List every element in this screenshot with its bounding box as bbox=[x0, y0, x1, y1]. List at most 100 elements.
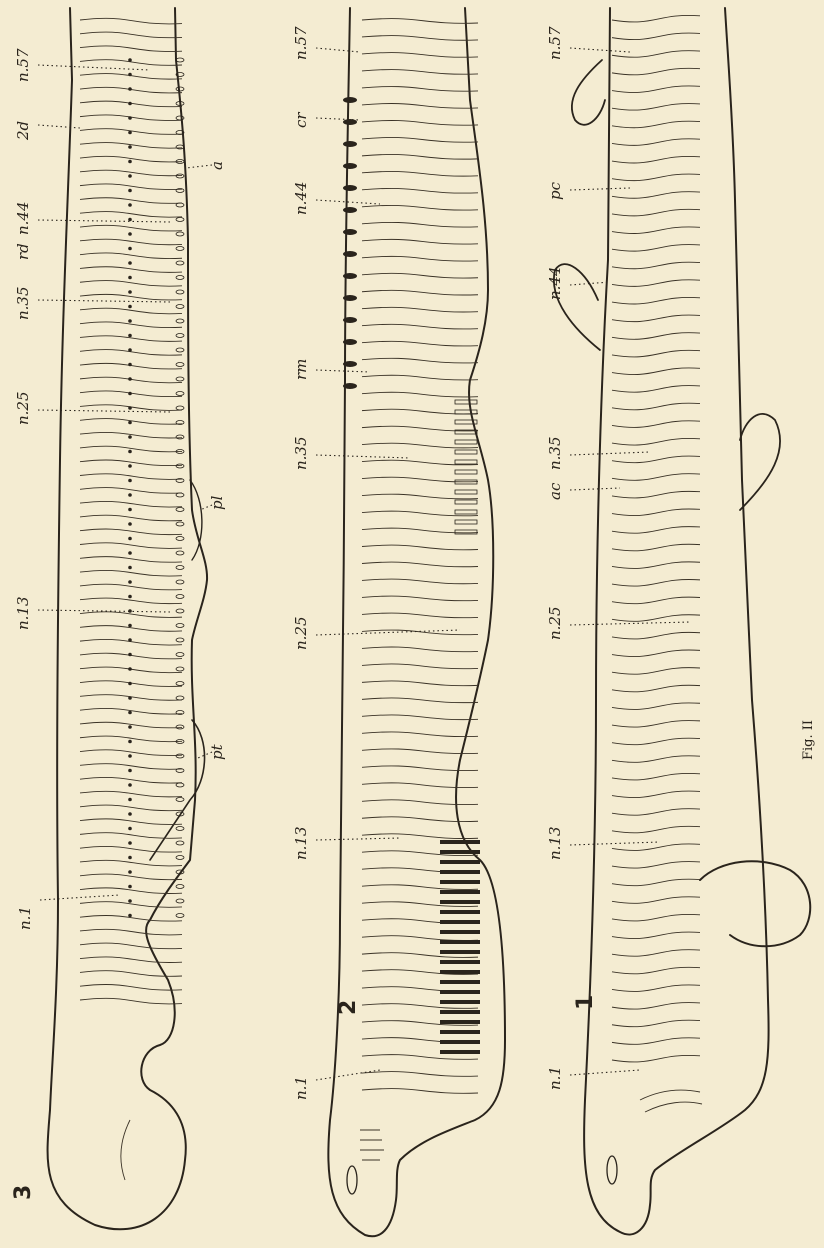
fig3-segment-line bbox=[80, 791, 182, 797]
fig1-label-n1: n.1 bbox=[546, 1066, 564, 1090]
fig3-ventral-mark bbox=[176, 508, 184, 512]
fig2-segment-line bbox=[362, 766, 478, 771]
fig3-somite-dot bbox=[128, 464, 132, 468]
fig3-somite-dot bbox=[128, 290, 132, 294]
fig1-segment-line bbox=[612, 967, 700, 974]
fig3-ventral-mark bbox=[176, 319, 184, 323]
fig3-segment-line bbox=[80, 584, 182, 590]
fig3-segment-line bbox=[80, 557, 182, 563]
fig3-ventral-mark bbox=[176, 667, 184, 671]
fig2-leader-n25 bbox=[316, 630, 460, 635]
fig3-segment-line bbox=[80, 46, 182, 52]
fig1-segment-line bbox=[612, 879, 700, 886]
fig3-ventral-mark bbox=[176, 232, 184, 236]
fig3-leader-zd bbox=[38, 125, 80, 128]
fig2-ventral-bar bbox=[455, 470, 477, 474]
fig1-segment-line bbox=[612, 174, 700, 181]
fig3-somite-dot bbox=[128, 827, 132, 831]
fig2-dorsal-bar bbox=[343, 119, 357, 125]
fig3-segment-line bbox=[80, 971, 182, 977]
fig1-segment-line bbox=[612, 86, 700, 93]
fig2-leader-rm bbox=[316, 370, 370, 372]
fig3-ventral-mark bbox=[176, 595, 184, 599]
fig1-segment-line bbox=[612, 738, 700, 745]
fig1-leader-pc bbox=[570, 188, 630, 190]
fig2-segment-line bbox=[362, 70, 478, 75]
fig3-somite-dot bbox=[128, 160, 132, 164]
fig2-label-cr: cr bbox=[292, 112, 310, 128]
fig2-label-n1: n.1 bbox=[292, 1076, 310, 1100]
fig1-leader-n25 bbox=[570, 622, 690, 625]
fig3-head-mark bbox=[121, 1120, 130, 1180]
fig2-pectoral-bar bbox=[440, 1010, 480, 1014]
fig3-ventral-mark bbox=[176, 624, 184, 628]
fig3-somite-dot bbox=[128, 87, 132, 91]
fig2-pectoral-bar bbox=[440, 980, 480, 984]
fig2-pectoral-bar bbox=[440, 970, 480, 974]
fig3-number: 3 bbox=[11, 1185, 36, 1200]
fig3-ventral-mark bbox=[176, 580, 184, 584]
fig3-segment-line bbox=[80, 184, 182, 190]
fig3-segment-line bbox=[80, 570, 182, 576]
fig3-somite-dot bbox=[128, 131, 132, 135]
fig1-segment-line bbox=[612, 544, 700, 551]
fig3-ventral-mark bbox=[176, 754, 184, 758]
fig2-dorsal-bar bbox=[343, 361, 357, 367]
fig2-segment-line bbox=[362, 53, 478, 58]
fig1-segment-line bbox=[612, 703, 700, 710]
fig1-segment-line bbox=[612, 650, 700, 657]
fig3-ventral-mark bbox=[176, 493, 184, 497]
fig3-ventral-mark bbox=[176, 290, 184, 294]
fig3-somite-dot bbox=[128, 667, 132, 671]
fig2-segment-line bbox=[362, 596, 478, 601]
fig3-leader-n57 bbox=[38, 65, 150, 70]
fig1-label-ac: ac bbox=[546, 482, 564, 500]
fig3-ventral-mark bbox=[176, 653, 184, 657]
fig2-pectoral-bar bbox=[440, 940, 480, 944]
fig2-segment-line bbox=[362, 936, 478, 941]
fig3-somite-dot bbox=[128, 638, 132, 642]
fig3-ventral-mark bbox=[176, 116, 184, 120]
fig2-segment-line bbox=[362, 664, 478, 669]
fig3-somite-dot bbox=[128, 435, 132, 439]
fig3-somite-dot bbox=[128, 218, 132, 222]
fig2-segment-line bbox=[362, 1089, 478, 1094]
fig2-segment-line bbox=[362, 698, 478, 703]
fig2-pectoral-bar bbox=[440, 1000, 480, 1004]
fig2-label-rm: rm bbox=[292, 359, 310, 380]
fig3-label-rd: rd bbox=[14, 243, 32, 260]
fig1-embryo: 1 n.1 n.13 n.25 ac n.35 n.44 pc n.57 bbox=[546, 8, 810, 1234]
fig3-somite-dot bbox=[128, 812, 132, 816]
fig1-segment-line bbox=[612, 950, 700, 957]
fig3-ventral-mark bbox=[176, 145, 184, 149]
fig3-ventral-mark bbox=[176, 464, 184, 468]
fig3-segment-line bbox=[80, 612, 182, 618]
fig3-somite-dot bbox=[128, 754, 132, 758]
fig1-segment-line bbox=[612, 632, 700, 639]
fig1-eye bbox=[607, 1156, 617, 1184]
fig2-segment-line bbox=[362, 817, 478, 822]
fig3-segment-line bbox=[80, 515, 182, 521]
fig2-segment-line bbox=[362, 885, 478, 890]
fig2-dorsal-bar bbox=[343, 207, 357, 213]
fig2-dorsal-bar bbox=[343, 163, 357, 169]
fig3-somite-dot bbox=[128, 711, 132, 715]
fig2-pectoral-bar bbox=[440, 850, 480, 854]
fig3-somite-dot bbox=[128, 116, 132, 120]
fig2-pectoral-bar bbox=[440, 910, 480, 914]
fig3-ventral-mark bbox=[176, 638, 184, 642]
fig3-somite-dot bbox=[128, 798, 132, 802]
fig3-segment-line bbox=[80, 18, 182, 24]
fig3-somite-dot bbox=[128, 261, 132, 265]
fig3-ventral-mark bbox=[176, 58, 184, 62]
fig3-somite-dot bbox=[128, 73, 132, 77]
fig3-segment-line bbox=[80, 32, 182, 38]
fig2-segment-line bbox=[362, 104, 478, 109]
fig3-somite-dot bbox=[128, 537, 132, 541]
fig3-somite-dot bbox=[128, 566, 132, 570]
fig3-ventral-mark bbox=[176, 841, 184, 845]
fig3-ventral-mark bbox=[176, 725, 184, 729]
fig1-segment-line bbox=[612, 985, 700, 992]
fig2-segment-line bbox=[362, 222, 478, 227]
fig1-label-n57: n.57 bbox=[546, 26, 564, 60]
